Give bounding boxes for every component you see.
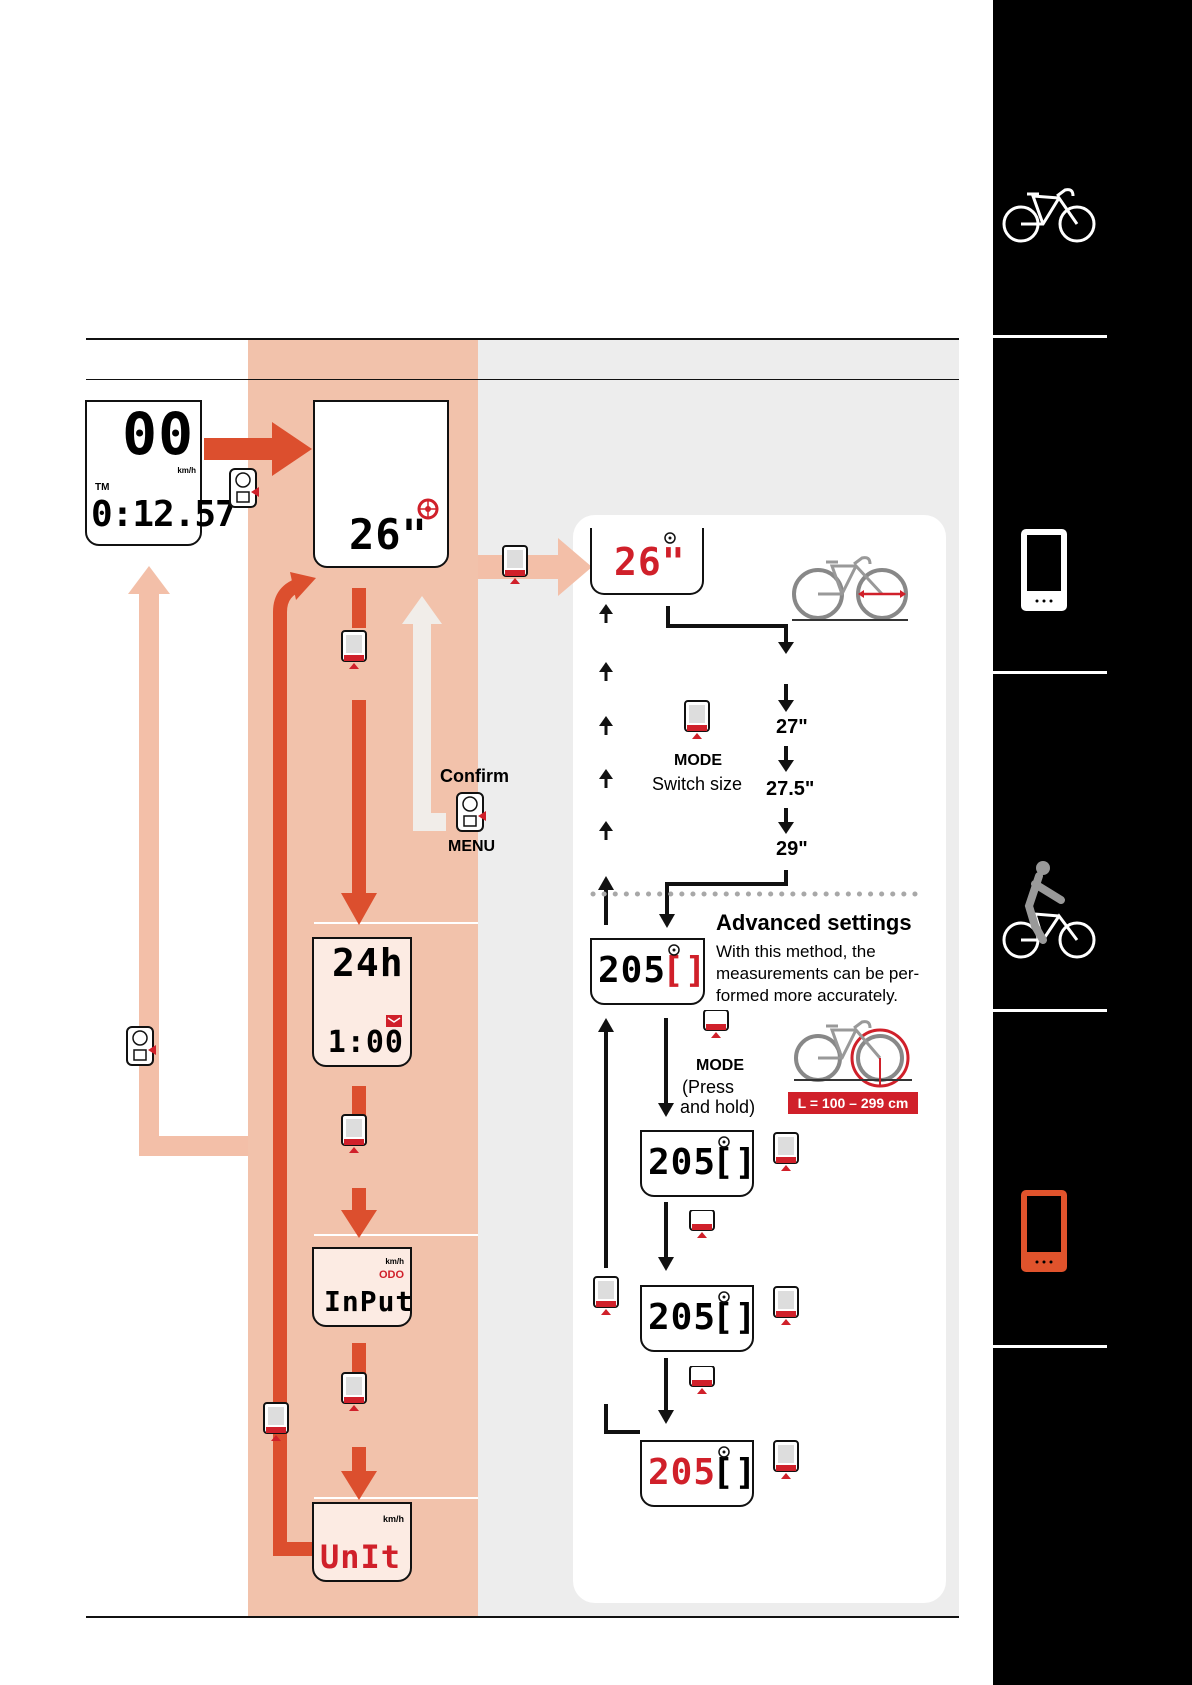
clock-display: 24h 1:00 <box>312 937 412 1067</box>
mode-button-icon <box>592 1276 622 1316</box>
panel-wheel-value: 26" <box>614 540 686 584</box>
input-text: InPut <box>324 1285 413 1318</box>
bicycle-icon[interactable] <box>999 186 1099 246</box>
sidebar-divider <box>993 1009 1107 1012</box>
confirm-label: Confirm <box>440 766 509 787</box>
circumference-digits: 205 <box>598 950 666 991</box>
menu-button-icon <box>229 468 259 508</box>
clock-format: 24h <box>332 941 404 985</box>
advanced-display-2: 205 [] <box>640 1130 754 1197</box>
small-wheel-icon <box>718 1446 730 1458</box>
switch-size-label: Switch size <box>652 774 742 795</box>
small-wheel-icon <box>668 944 680 956</box>
circumference-digits: 205 <box>648 1452 716 1493</box>
rider-icon[interactable] <box>999 860 1099 962</box>
size-27: 27" <box>776 716 808 739</box>
circumference-bracket: [] <box>662 950 707 991</box>
mode-button-icon <box>772 1286 802 1326</box>
flow-arrows <box>0 0 993 1685</box>
mode-button-icon <box>688 1366 718 1406</box>
mode-button-icon <box>262 1402 292 1442</box>
mode-button-icon <box>340 630 370 670</box>
small-wheel-icon <box>718 1136 730 1148</box>
time-value: 0:12.57 <box>91 494 236 535</box>
mode-button-icon <box>501 545 531 585</box>
menu-button-icon <box>456 792 486 832</box>
menu-label: MENU <box>448 838 495 856</box>
circumference-bracket: [] <box>712 1142 757 1183</box>
advanced-display-1: 205 [] <box>590 938 705 1005</box>
bicycle-circumference-icon <box>794 1016 912 1088</box>
size-27-5: 27.5" <box>766 778 814 801</box>
device-active-icon[interactable] <box>1019 1188 1069 1274</box>
advanced-desc-line-1: With this method, the <box>716 942 876 962</box>
unit-text: UnIt <box>320 1538 401 1576</box>
mode-label: MODE <box>674 752 722 770</box>
wheel-icon <box>417 498 439 520</box>
device-icon[interactable] <box>1019 527 1069 613</box>
mode-button-icon <box>688 1210 718 1250</box>
sidebar-divider <box>993 1345 1107 1348</box>
size-29: 29" <box>776 838 808 861</box>
speed-value: 00 <box>122 400 194 468</box>
mode-button-icon <box>340 1372 370 1412</box>
advanced-display-4: 205 [] <box>640 1440 754 1507</box>
circumference-digits: 205 <box>648 1297 716 1338</box>
mode-button-icon <box>340 1114 370 1154</box>
unit-display: km/h UnIt <box>312 1502 412 1582</box>
advanced-title: Advanced settings <box>716 910 912 936</box>
panel-wheel-display: 26" <box>590 528 704 595</box>
circumference-bracket: [] <box>712 1452 757 1493</box>
tm-label: TM <box>95 482 109 493</box>
speed-unit: km/h <box>177 466 196 475</box>
advanced-desc-line-3: formed more accurately. <box>716 986 898 1006</box>
bicycle-wheel-icon <box>792 552 908 624</box>
clock-time: 1:00 <box>328 1025 404 1060</box>
odo-unit: km/h <box>385 1257 404 1266</box>
odo-input-display: km/h ODO InPut <box>312 1247 412 1327</box>
small-wheel-icon <box>664 532 676 544</box>
odo-mode: ODO <box>379 1269 404 1281</box>
start-display: 00 km/h TM 0:12.57 <box>85 400 202 546</box>
mode-button-icon <box>772 1132 802 1172</box>
sidebar <box>993 0 1192 1685</box>
and-hold-label: and hold) <box>680 1097 755 1118</box>
circumference-digits: 205 <box>648 1142 716 1183</box>
unit-label: km/h <box>383 1514 404 1524</box>
advanced-display-3: 205 [] <box>640 1285 754 1352</box>
mode-label-2: MODE <box>696 1057 744 1075</box>
mode-button-icon <box>683 700 713 740</box>
press-label: (Press <box>682 1077 734 1098</box>
range-badge: L = 100 – 299 cm <box>788 1092 918 1114</box>
mode-button-icon <box>702 1010 732 1050</box>
advanced-desc-line-2: measurements can be per- <box>716 964 919 984</box>
wheel-size-display: 26" <box>313 400 449 568</box>
small-wheel-icon <box>718 1291 730 1303</box>
sidebar-divider <box>993 671 1107 674</box>
menu-button-icon <box>126 1026 156 1066</box>
sidebar-divider <box>993 335 1107 338</box>
circumference-bracket: [] <box>712 1297 757 1338</box>
mode-button-icon <box>772 1440 802 1480</box>
